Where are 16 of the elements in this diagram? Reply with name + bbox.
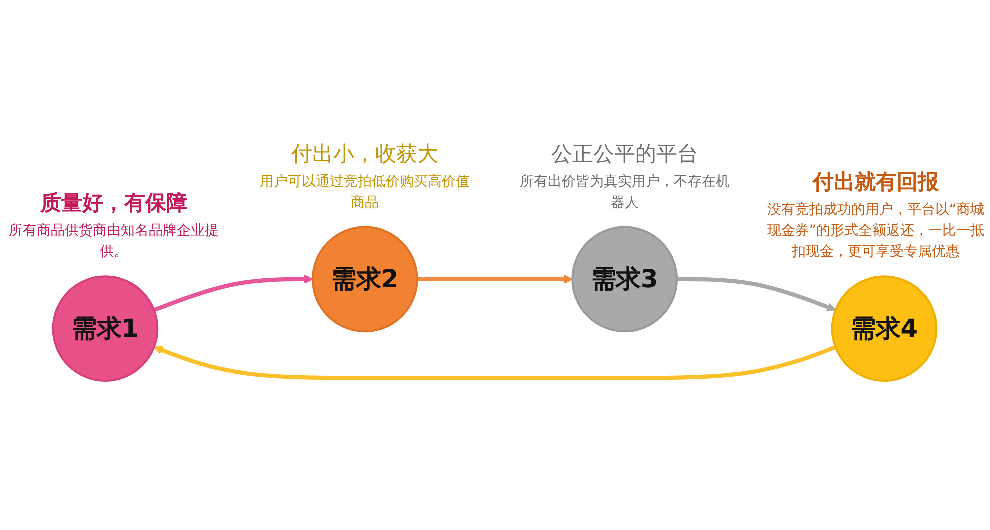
node-description: 所有商品供货商由知名品牌企业提供。: [8, 222, 220, 262]
node-heading: 付出就有回报: [813, 168, 939, 196]
node-description: 所有出价皆为真实用户，不存在机器人: [518, 172, 731, 213]
arrow: [153, 275, 314, 312]
arrow: [154, 346, 837, 380]
node-circle: 需求2: [312, 226, 418, 333]
node-circle: 需求3: [572, 226, 678, 333]
arrow: [677, 278, 836, 312]
node-description: 用户可以通过竞拍低价购买高价值商品: [259, 172, 472, 213]
arrow: [417, 275, 574, 284]
node-heading: 付出小，收获大: [292, 140, 439, 168]
node-circle: 需求1: [52, 276, 159, 382]
node-circle: 需求4: [831, 276, 938, 382]
node-heading: 质量好，有保障: [40, 190, 188, 217]
node-heading: 公正公平的平台: [551, 140, 698, 168]
node-description: 没有竞拍成功的用户，平台以“商城现金券”的形式全额返还，一比一抵扣现金，更可享受专属优惠: [766, 201, 986, 262]
